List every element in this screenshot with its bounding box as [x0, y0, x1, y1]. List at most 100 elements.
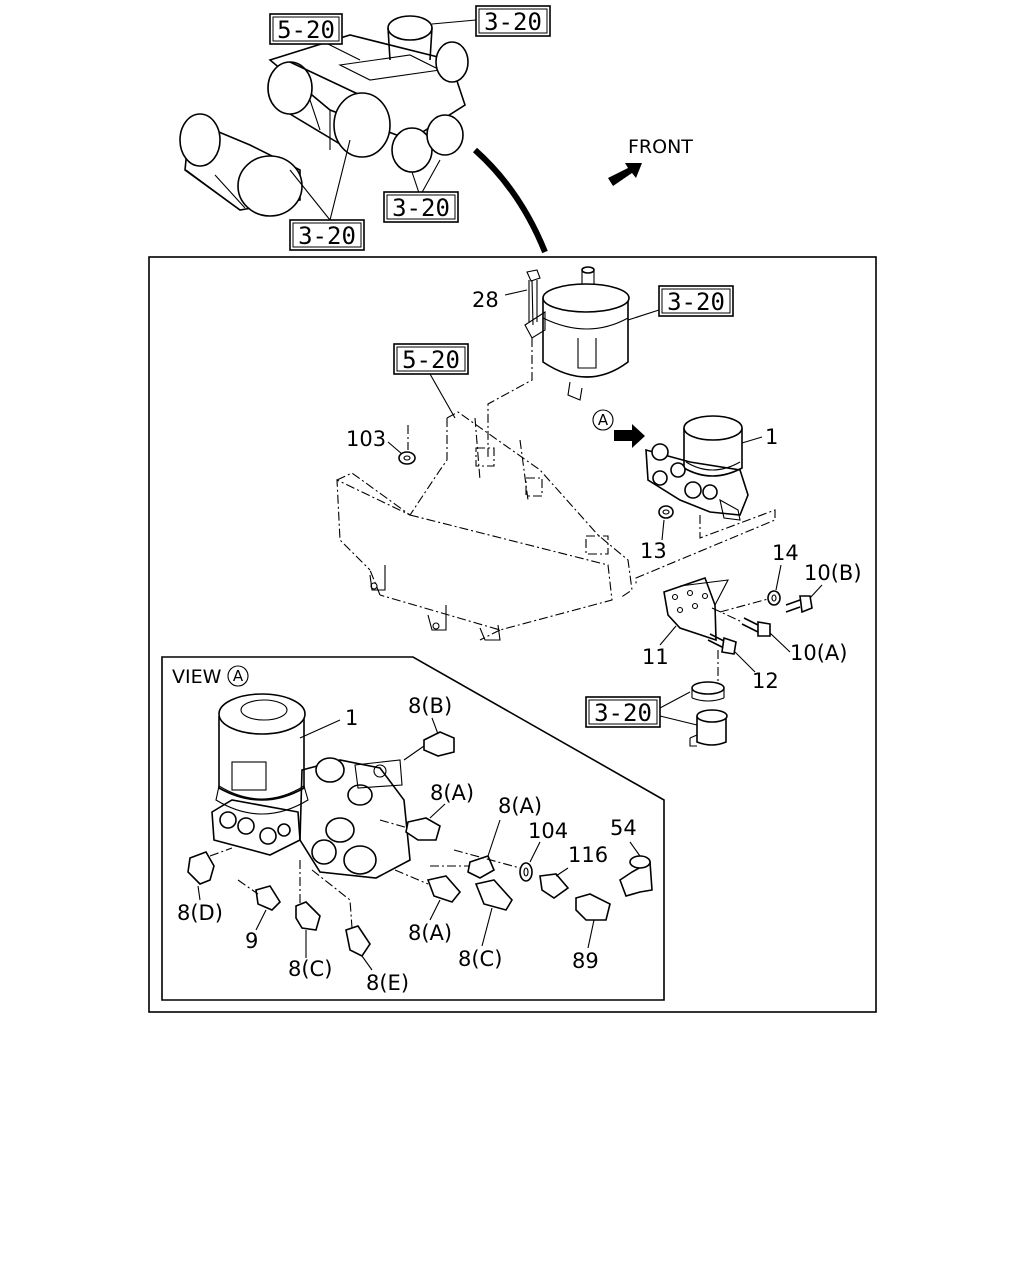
ref-label: 3-20 [298, 222, 356, 250]
label-12: 12 [752, 669, 779, 693]
leader-1-inset [299, 719, 341, 739]
label-104: 104 [528, 819, 568, 843]
part-13-nut [658, 505, 674, 519]
washer-104 [519, 862, 533, 882]
ref-label: 3-20 [594, 699, 652, 727]
part-10b-bolt [785, 595, 813, 614]
view-a-pointer: A [592, 409, 645, 448]
fitting-axis [453, 849, 521, 869]
leader-10b [809, 584, 823, 599]
label-8d: 8(D) [177, 901, 223, 925]
overview-lower-tank-2 [426, 114, 464, 156]
part-11-bracket [663, 576, 729, 642]
ref-label: 3-20 [667, 288, 725, 316]
leader-8a-1 [429, 803, 446, 819]
label-10b: 10(B) [804, 561, 862, 585]
air-tank-3-20 [542, 266, 630, 401]
ref-label: 5-20 [402, 346, 460, 374]
fitting-8e [311, 869, 371, 958]
fitting-8a-1 [379, 817, 441, 841]
leader-8a-2 [487, 819, 501, 857]
fitting-8a-2 [430, 855, 496, 879]
circle-a-label: A [598, 411, 609, 429]
leader-8d [197, 885, 201, 901]
leader-9 [255, 909, 267, 931]
label-11: 11 [642, 645, 669, 669]
front-label: FRONT [628, 136, 693, 158]
overview-lower-tank-1 [391, 127, 433, 173]
fitting-8d [187, 847, 233, 885]
label-8a-1: 8(A) [430, 781, 474, 805]
front-direction-indicator: FRONT [608, 136, 693, 186]
label-1-top: 1 [765, 425, 778, 449]
overview-left-tank [179, 113, 303, 217]
label-9: 9 [245, 929, 258, 953]
overview-right-canister [435, 41, 469, 83]
ref-box-detail-5-20[interactable]: 5-20 [393, 343, 469, 375]
label-8c-right: 8(C) [458, 947, 502, 971]
leader-8a-3 [429, 899, 441, 921]
leader-116 [555, 867, 569, 877]
label-8c-left: 8(C) [288, 957, 332, 981]
leader-8c-right [481, 907, 493, 947]
ref-label: 3-20 [484, 8, 542, 36]
leader-10a [769, 632, 791, 653]
ref-box-overview-3-20-mid[interactable]: 3-20 [383, 191, 459, 223]
lower-clamp-3-20 [689, 681, 728, 747]
view-a-title-text: VIEW [172, 666, 222, 688]
leader-14 [775, 564, 782, 591]
leader-8e [361, 955, 373, 971]
ref-box-overview-3-20-top[interactable]: 3-20 [475, 5, 551, 37]
leader-104 [529, 841, 541, 863]
ref-box-detail-3-20-top[interactable]: 3-20 [658, 285, 734, 317]
elbow-89 [575, 893, 611, 921]
label-1-inset: 1 [345, 706, 358, 730]
overview-top-canister [387, 15, 433, 61]
detail-frame [148, 256, 877, 1013]
part-1-air-dryer [645, 415, 749, 521]
label-89: 89 [572, 949, 599, 973]
label-10a: 10(A) [790, 641, 847, 665]
ref-box-overview-5-20[interactable]: 5-20 [269, 13, 343, 45]
leader-103 [387, 441, 403, 455]
ref-box-detail-3-20-bottom[interactable]: 3-20 [585, 696, 661, 728]
part-10a-bolt [741, 617, 771, 637]
part-14-washer [767, 590, 781, 606]
part-28-bolt [524, 269, 546, 339]
view-a-arrow-icon [614, 424, 645, 448]
label-28: 28 [472, 288, 499, 312]
leader-54 [629, 841, 641, 857]
fitting-8c-right [474, 879, 513, 911]
view-a-title-circle: A [233, 667, 244, 685]
fitting-8b [403, 731, 455, 761]
label-8a-2: 8(A) [498, 794, 542, 818]
ref-box-overview-3-20-bottom[interactable]: 3-20 [289, 219, 365, 251]
overview-center-tank [267, 61, 391, 158]
mounting-tray [336, 411, 633, 641]
ref-label: 3-20 [392, 194, 450, 222]
leader-3-20-top [627, 309, 660, 321]
label-8b: 8(B) [408, 694, 452, 718]
inset-air-dryer [211, 693, 411, 879]
ref-label: 5-20 [277, 16, 335, 44]
part-12-bolt [707, 633, 737, 688]
bolt-axis-a [711, 607, 743, 623]
label-116: 116 [568, 843, 608, 867]
label-14: 14 [772, 541, 799, 565]
view-a-inset-frame [161, 656, 665, 1001]
leader-5-20 [429, 373, 456, 419]
elbow-54 [619, 855, 653, 897]
part-103-nut [398, 425, 416, 465]
leader-12 [734, 651, 756, 673]
label-13: 13 [640, 539, 667, 563]
overview-to-detail-arrow [473, 147, 548, 254]
fitting-8c-left [295, 860, 321, 931]
leader-8b [431, 717, 439, 735]
leader-11 [659, 625, 677, 646]
view-a-title: VIEW A [172, 665, 249, 688]
pipe-line [487, 338, 533, 460]
front-arrow-icon [608, 163, 642, 186]
label-8e: 8(E) [366, 971, 409, 995]
bolt-axis-b [719, 598, 769, 613]
